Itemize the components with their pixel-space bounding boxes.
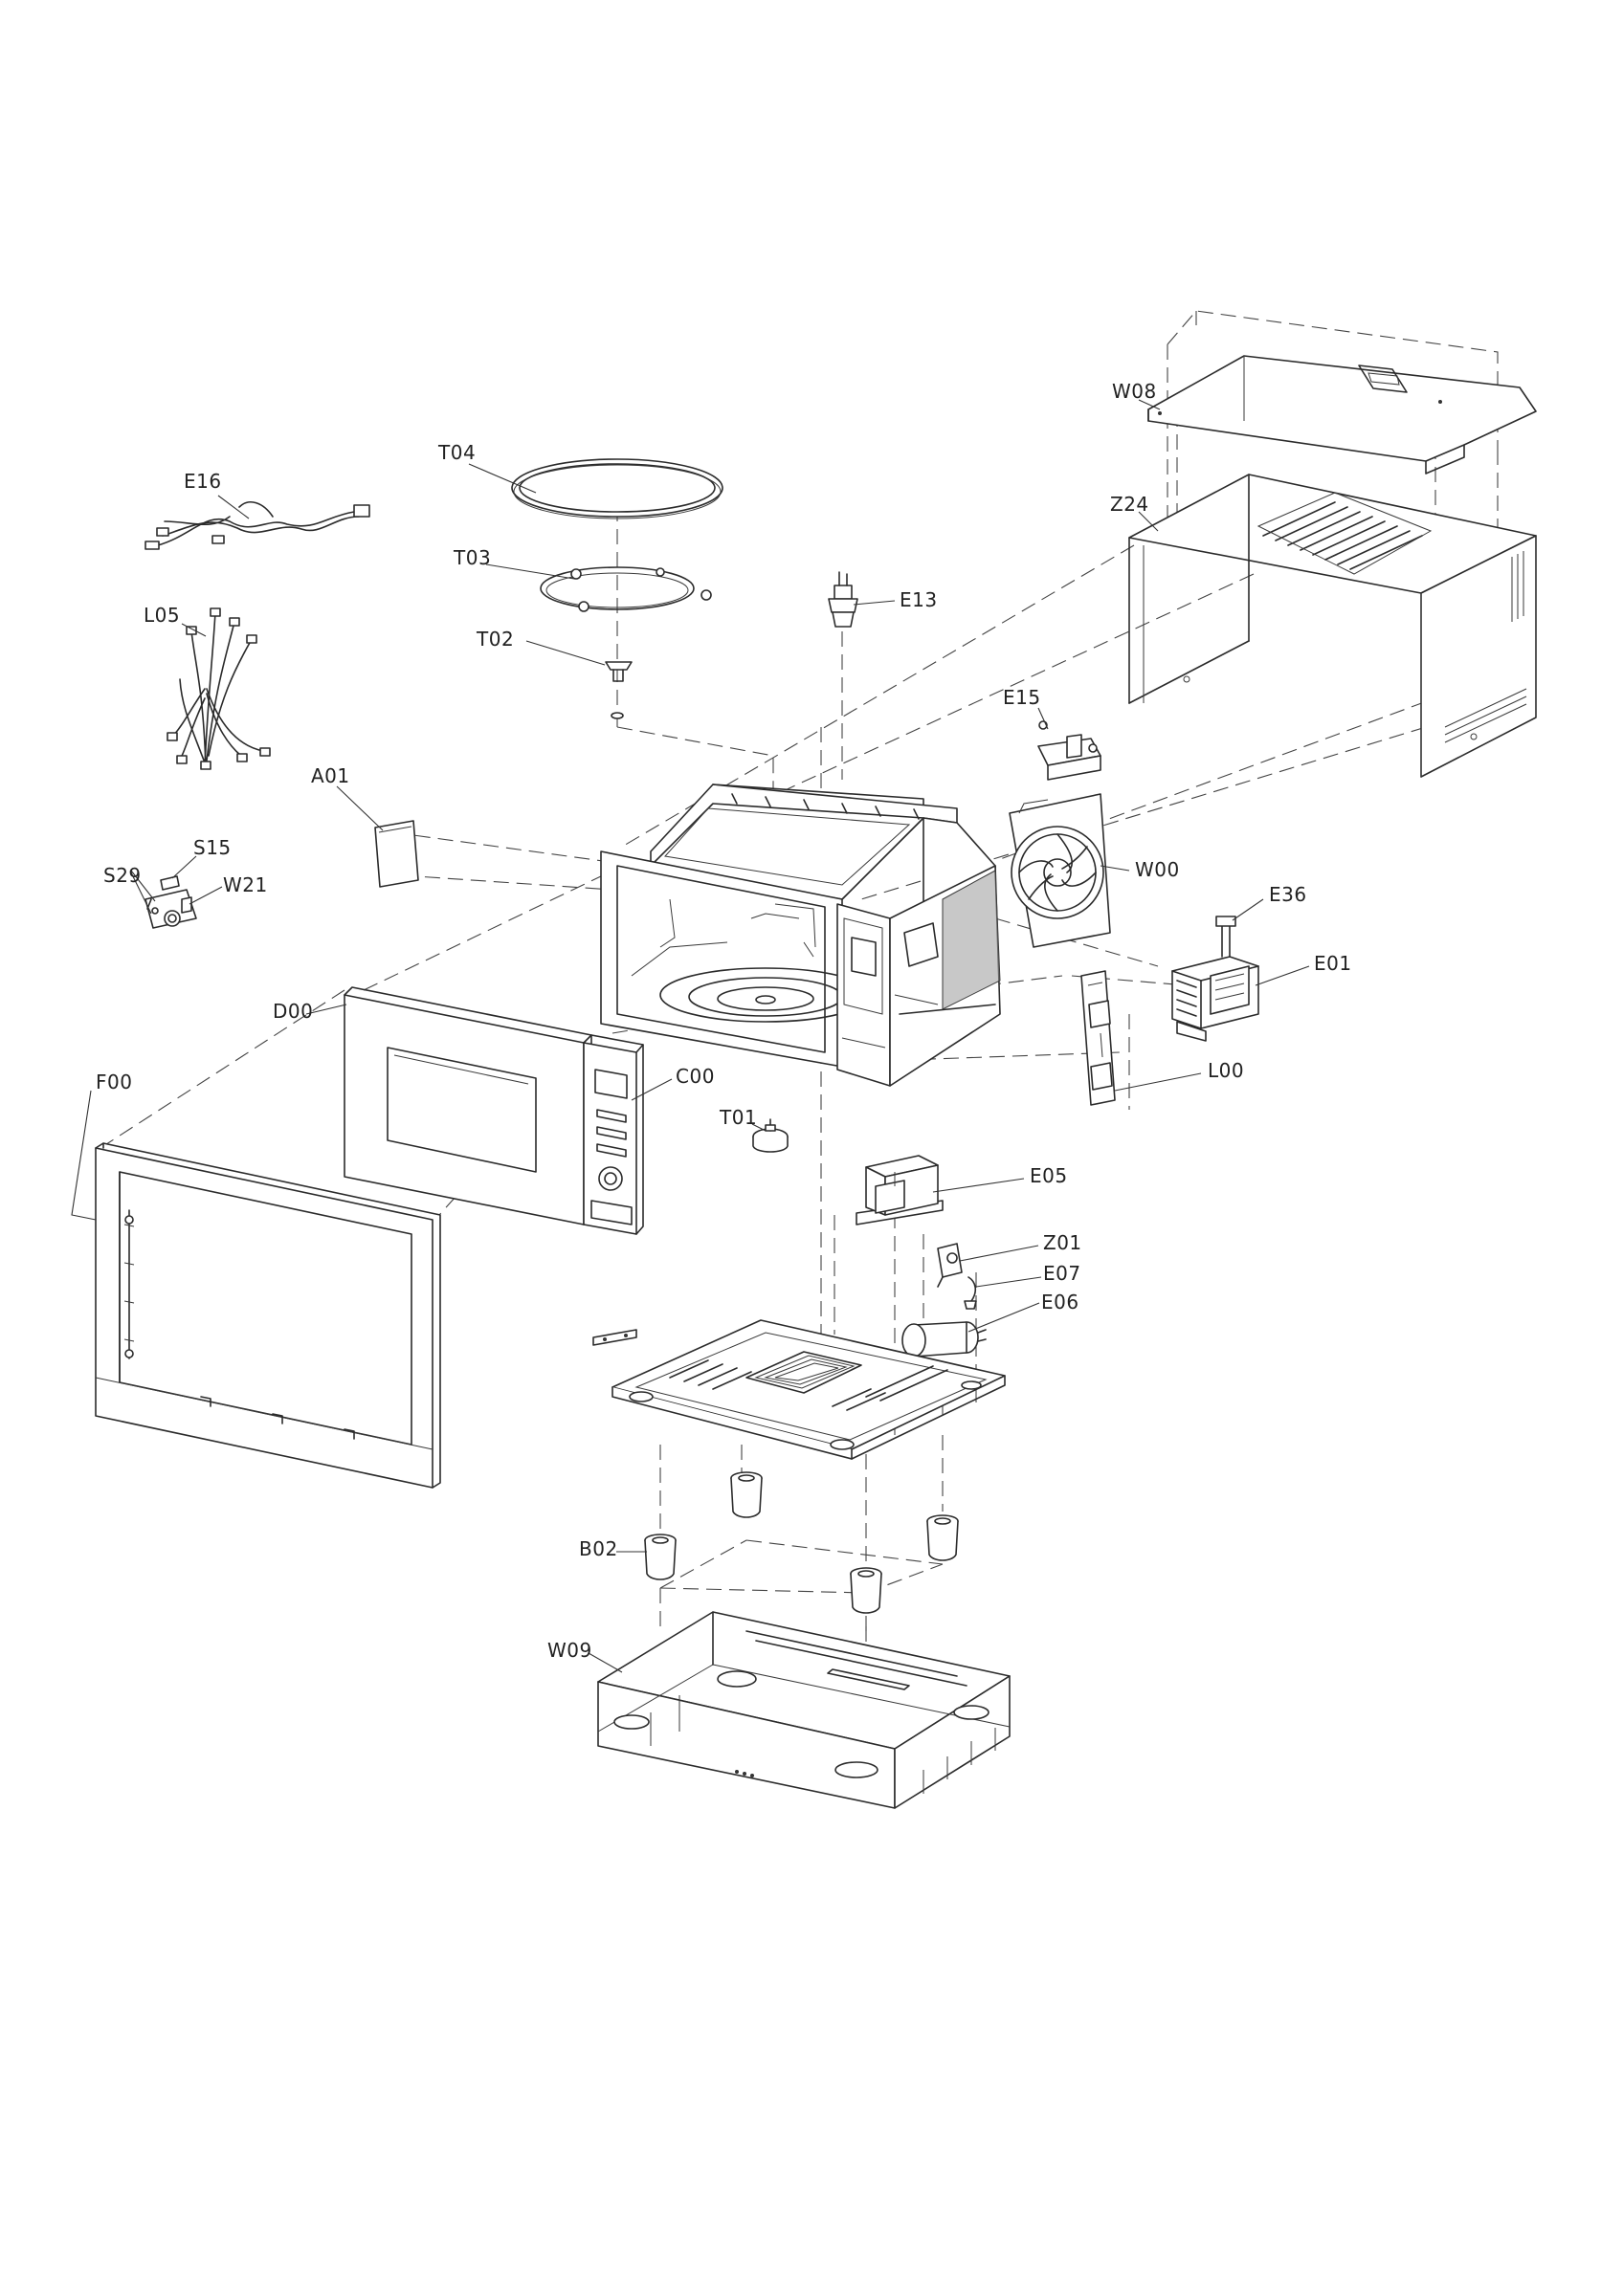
label-w21: W21	[223, 873, 268, 896]
wire-harness-e16	[145, 501, 370, 550]
wires-l05	[167, 607, 271, 770]
turntable-glass-t04	[511, 458, 723, 519]
label-e06: E06	[1041, 1291, 1079, 1314]
thermostat-e36	[1215, 916, 1236, 958]
turntable-motor-t01	[752, 1118, 789, 1153]
diode-e07	[964, 1276, 977, 1310]
vent-mesh	[942, 870, 1001, 1010]
label-b02: B02	[579, 1537, 618, 1560]
label-t03: T03	[453, 546, 491, 569]
label-f00: F00	[96, 1071, 132, 1093]
label-d00: D00	[273, 1000, 313, 1023]
label-w09: W09	[547, 1639, 592, 1662]
label-t02: T02	[476, 628, 514, 651]
lamp-e13	[828, 571, 858, 628]
transformer-e05	[856, 1155, 944, 1225]
label-s29: S29	[103, 864, 142, 887]
switches-s15-s29-w21	[145, 875, 197, 929]
label-c00: C00	[676, 1065, 715, 1088]
magnetron-e01	[1171, 956, 1259, 1042]
label-e15: E15	[1003, 686, 1041, 709]
trim-frame-f00	[95, 1142, 441, 1489]
foot-front-right	[850, 1567, 882, 1614]
roller-ring-t03	[540, 566, 712, 612]
fan-w00	[1009, 793, 1111, 948]
leader-lines	[71, 399, 1310, 1673]
part-labels: W08 Z24 E16 T04 T03 T02 E13 L05 E15 A01 …	[96, 380, 1352, 1662]
label-z01: Z01	[1043, 1231, 1082, 1254]
foot-rear-left	[730, 1471, 763, 1518]
bracket-z01	[937, 1243, 963, 1288]
label-l00: L00	[1208, 1059, 1244, 1082]
base-plate	[592, 1319, 1006, 1460]
label-s15: S15	[193, 836, 232, 859]
capacitor-e06	[901, 1321, 987, 1358]
bottom-tray-w09	[597, 1611, 1011, 1809]
latch-board-l00	[1080, 970, 1116, 1106]
label-l05: L05	[144, 604, 180, 627]
control-panel-c00	[583, 1034, 644, 1235]
label-e36: E36	[1269, 883, 1307, 906]
label-e01: E01	[1314, 952, 1352, 975]
label-e05: E05	[1030, 1164, 1068, 1187]
door-d00	[344, 986, 592, 1225]
fuse-e15	[1037, 720, 1101, 781]
label-t01: T01	[719, 1106, 757, 1129]
label-e07: E07	[1043, 1262, 1081, 1285]
oven-cavity	[600, 784, 1001, 1087]
label-e13: E13	[900, 588, 938, 611]
foot-rear-right	[926, 1514, 959, 1561]
label-w08: W08	[1112, 380, 1157, 403]
label-z24: Z24	[1110, 493, 1149, 516]
foot-front-left	[644, 1534, 677, 1580]
feet-b02	[644, 1471, 959, 1614]
label-w00: W00	[1135, 858, 1180, 881]
label-t04: T04	[437, 441, 476, 464]
top-vents	[1256, 492, 1433, 575]
coupler-t02	[605, 661, 633, 719]
label-e16: E16	[184, 470, 222, 493]
label-a01: A01	[311, 764, 350, 787]
top-cover-w08	[1147, 355, 1537, 475]
outer-case-z24	[1128, 474, 1537, 778]
plate-a01	[374, 820, 419, 888]
